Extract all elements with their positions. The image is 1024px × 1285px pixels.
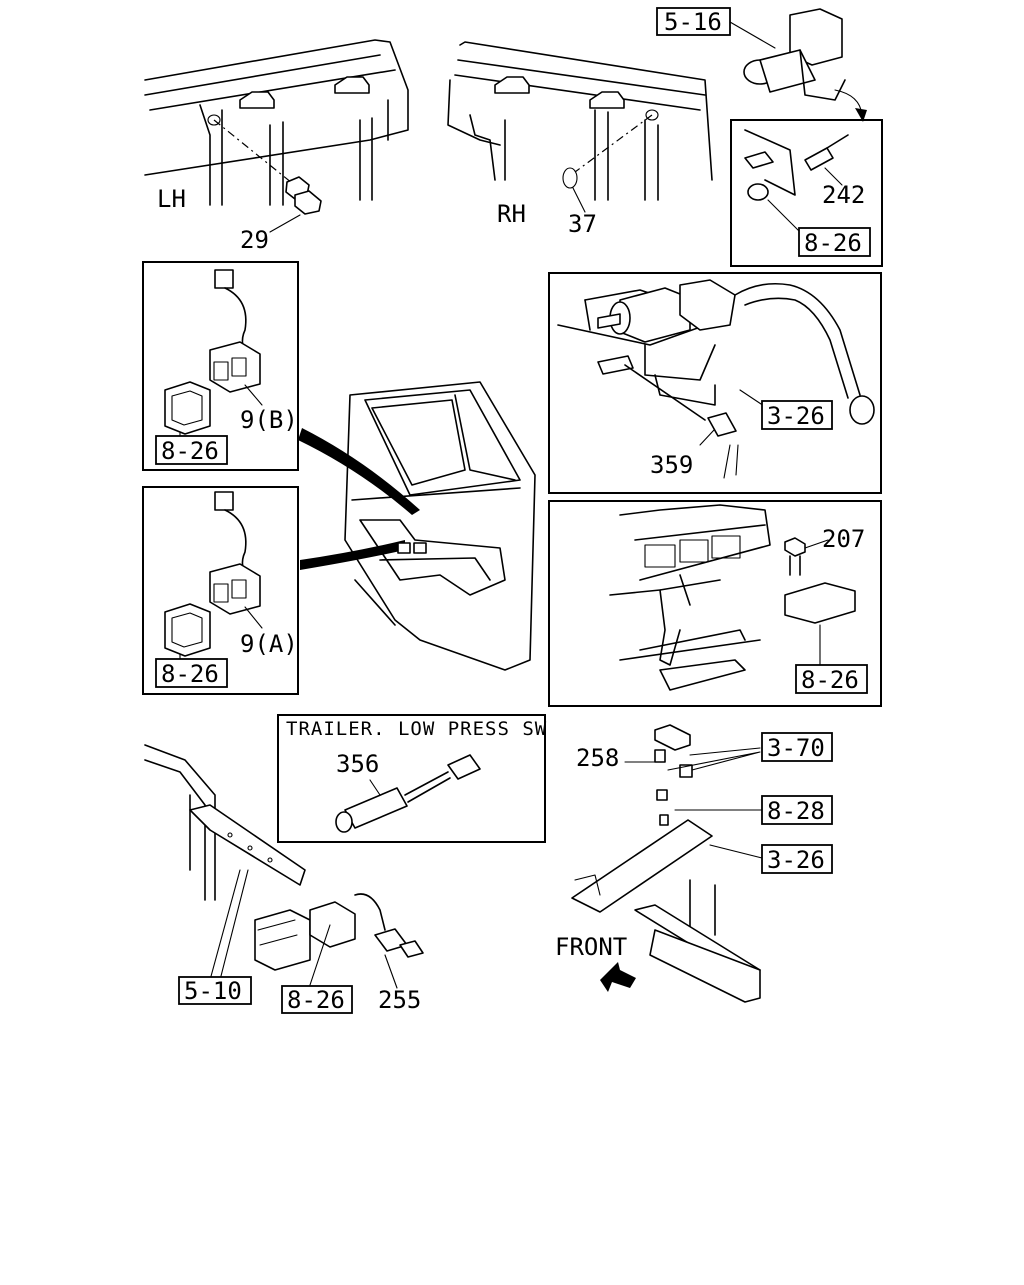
ref-8-26-top: 8-26 [804, 229, 862, 257]
switch-9b-inset: 9(B) 8-26 [142, 261, 299, 471]
part-242-label: 242 [822, 181, 865, 209]
part-37-label: 37 [568, 210, 597, 238]
ref-8-26-b: 8-26 [161, 437, 219, 465]
door-drawing [298, 381, 536, 671]
rh-side-label: RH [497, 200, 526, 228]
ref-8-26-mid: 8-26 [801, 666, 859, 694]
part-255-label: 255 [378, 986, 421, 1014]
front-arrow-icon [600, 962, 636, 992]
trailer-switch-inset: TRAILER. LOW PRESS SW 356 [277, 714, 547, 843]
ref-3-26-bot: 3-26 [767, 846, 825, 874]
lh-side-label: LH [157, 185, 186, 213]
lh-roof-drawing: LH 29 [144, 39, 409, 254]
part-207-label: 207 [822, 525, 865, 553]
part-359-label: 359 [650, 451, 693, 479]
ref-3-70: 3-70 [767, 734, 825, 762]
switch-9a-inset: 9(A) 8-26 [142, 486, 299, 695]
part-258-label: 258 [576, 744, 619, 772]
ref-5-10: 5-10 [184, 977, 242, 1005]
front-label: FRONT [555, 933, 627, 961]
controller-207-inset: 207 8-26 [548, 500, 882, 707]
motor-assembly-drawing: 5-16 242 8-26 [656, 7, 883, 267]
part-29-label: 29 [240, 226, 269, 254]
part-356-label: 356 [336, 750, 379, 778]
ref-8-26-a: 8-26 [161, 660, 219, 688]
ref-5-16: 5-16 [664, 8, 722, 36]
rail-switch-drawing: 3-70 258 8-28 3-26 FRONT [555, 724, 833, 1003]
rh-roof-drawing: RH 37 [447, 41, 713, 238]
ref-8-28: 8-28 [767, 797, 825, 825]
switch-242-inset [730, 119, 883, 267]
ref-3-26-top: 3-26 [767, 402, 825, 430]
part-9a-label: 9(A) [240, 630, 298, 658]
frame-bracket-drawing: 5-10 8-26 255 [144, 744, 424, 1014]
inset-title: TRAILER. LOW PRESS SW [286, 718, 547, 740]
part-9b-label: 9(B) [240, 406, 298, 434]
ref-8-26-bot: 8-26 [287, 986, 345, 1014]
switch-359-inset: 3-26 359 [548, 272, 882, 494]
